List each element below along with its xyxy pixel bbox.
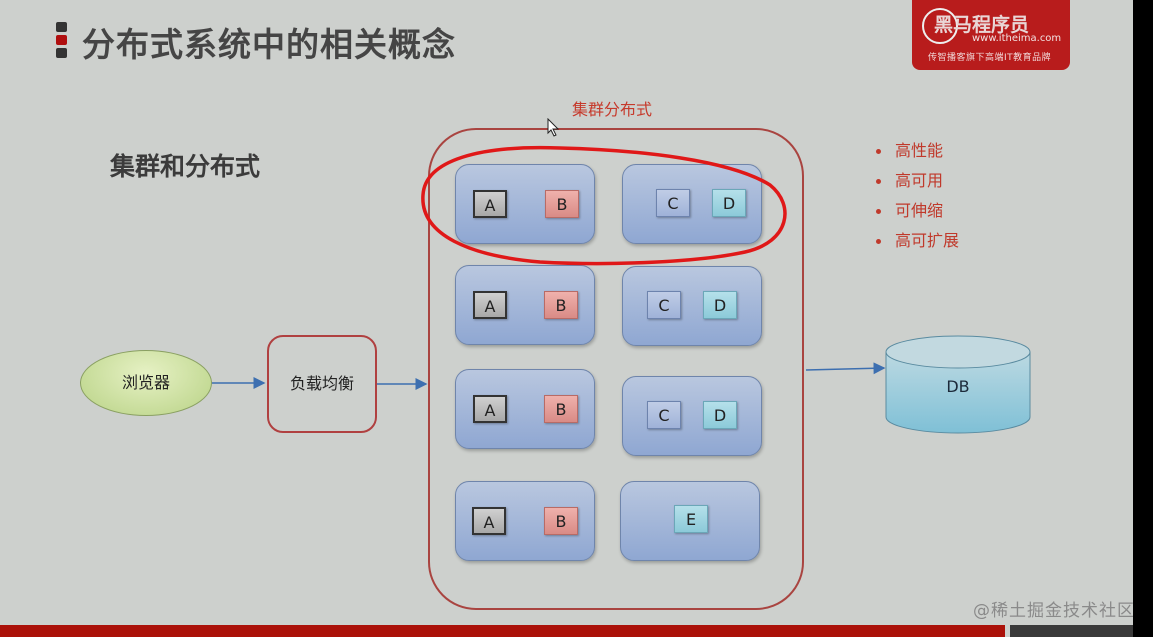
server-node: A B <box>455 164 595 244</box>
feature-item: 高可用 <box>876 170 959 200</box>
screen-edge <box>1133 0 1153 637</box>
highlight-annotation-circle <box>421 145 787 266</box>
server-node: E <box>620 481 760 561</box>
service-d: D <box>703 291 737 319</box>
service-a: A <box>473 190 507 218</box>
service-d: D <box>712 189 746 217</box>
section-heading: 集群和分布式 <box>110 152 261 181</box>
cluster-container <box>428 128 804 610</box>
service-b: B <box>544 291 578 319</box>
bullet-icon <box>876 239 881 244</box>
brand-logo: 黑马程序员 www.itheima.com 传智播客旗下高端IT教育品牌 <box>912 0 1070 70</box>
bullet-icon <box>876 209 881 214</box>
service-c: C <box>647 401 681 429</box>
service-b: B <box>545 190 579 218</box>
bullet-icon <box>876 149 881 154</box>
database-node: DB <box>885 335 1031 435</box>
logo-overflow-artifact <box>1072 8 1128 30</box>
watermark: @稀土掘金技术社区 <box>973 601 1133 621</box>
service-e: E <box>674 505 708 533</box>
service-a: A <box>473 395 507 423</box>
database-cylinder-icon <box>885 335 1031 434</box>
server-node: A B <box>455 481 595 561</box>
footer-bar <box>0 625 1005 637</box>
service-a: A <box>472 507 506 535</box>
feature-item: 高性能 <box>876 140 959 170</box>
database-label: DB <box>946 377 970 396</box>
title-marker-icon <box>56 22 67 61</box>
slide-title: 分布式系统中的相关概念 <box>82 25 456 64</box>
service-b: B <box>544 395 578 423</box>
cluster-label: 集群分布式 <box>572 100 653 119</box>
footer-bar-dark <box>1010 625 1133 637</box>
arrow-cluster-to-db <box>805 362 886 375</box>
service-a: A <box>473 291 507 319</box>
logo-slogan: 传智播客旗下高端IT教育品牌 <box>928 53 1052 63</box>
logo-mark-icon <box>922 8 958 44</box>
load-balancer-node: 负载均衡 <box>267 335 377 433</box>
feature-list: 高性能 高可用 可伸缩 高可扩展 <box>876 140 959 260</box>
logo-brand-text: 黑马程序员 <box>934 14 1030 36</box>
service-d: D <box>703 401 737 429</box>
browser-node: 浏览器 <box>80 350 212 416</box>
service-c: C <box>656 189 690 217</box>
service-c: C <box>647 291 681 319</box>
server-node: C D <box>622 266 762 346</box>
server-node: A B <box>455 369 595 449</box>
feature-item: 高可扩展 <box>876 230 959 260</box>
server-node: A B <box>455 265 595 345</box>
server-node: C D <box>622 376 762 456</box>
bullet-icon <box>876 179 881 184</box>
service-b: B <box>544 507 578 535</box>
mouse-cursor-icon <box>547 118 560 137</box>
server-node: C D <box>622 164 762 244</box>
feature-item: 可伸缩 <box>876 200 959 230</box>
logo-url: www.itheima.com <box>972 33 1062 44</box>
